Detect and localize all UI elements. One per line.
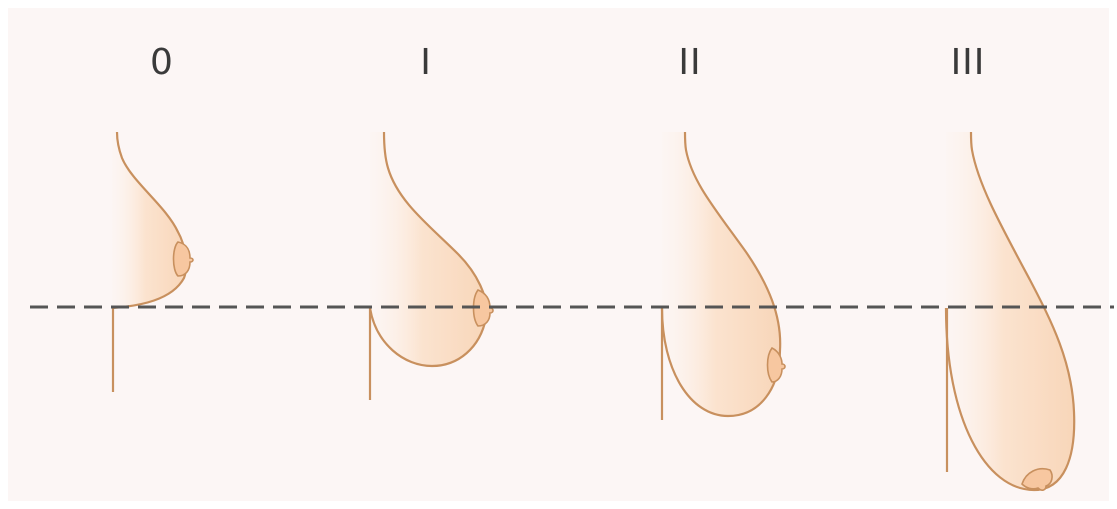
breast-profile-grade-1 <box>370 132 493 400</box>
nipple-grade-0 <box>174 242 194 276</box>
breast-profile-grade-0 <box>112 132 193 392</box>
nipple-grade-2 <box>768 348 786 382</box>
breast-profile-grade-3 <box>946 132 1074 490</box>
breast-profile-grade-2 <box>662 132 785 420</box>
